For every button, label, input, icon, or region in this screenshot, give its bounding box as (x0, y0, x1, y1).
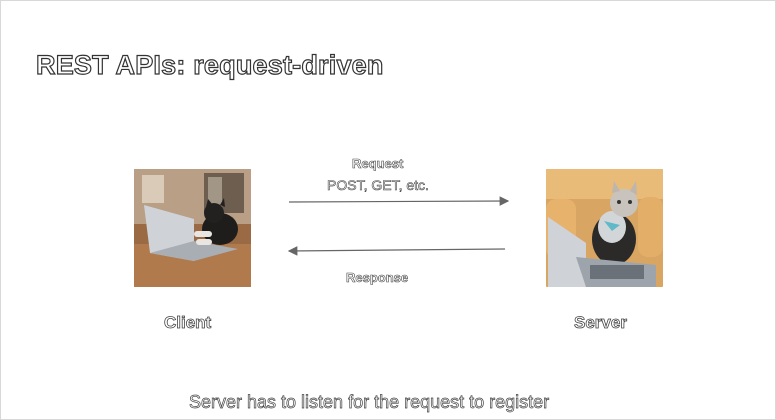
slide-title: REST APIs: request-driven (35, 49, 384, 80)
response-label: Response (346, 270, 409, 286)
server-cat-laptop-image (546, 169, 663, 287)
client-cat-laptop-image (134, 169, 251, 287)
slide-footer-note: Server has to listen for the request to … (189, 392, 550, 413)
request-label: Request (352, 156, 404, 172)
request-methods-label: POST, GET, etc. (327, 177, 430, 194)
server-caption: Server (574, 313, 628, 333)
request-arrow (288, 196, 510, 206)
response-arrow (287, 246, 506, 256)
client-caption: Client (164, 313, 212, 333)
